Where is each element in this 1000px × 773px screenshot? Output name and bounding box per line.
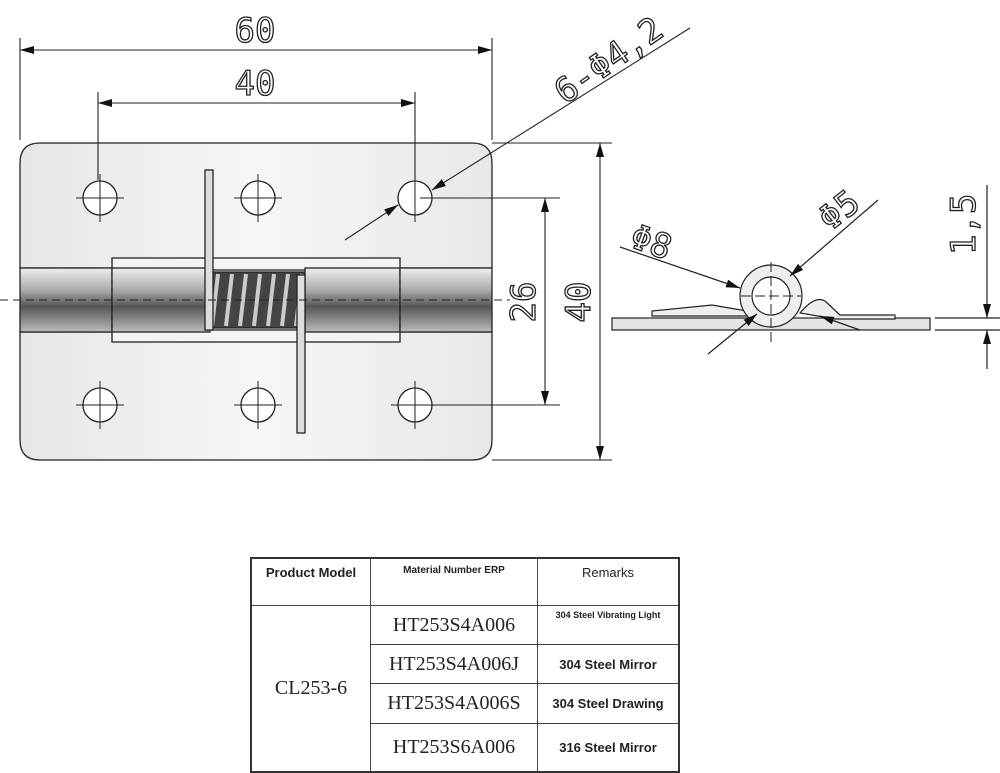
header-material-number: Material Number ERP	[370, 557, 538, 606]
remarks-cell: 316 Steel Mirror	[537, 723, 680, 772]
header-remarks: Remarks	[537, 557, 680, 606]
remarks-cell: 304 Steel Drawing	[537, 683, 680, 724]
remarks-cell: 304 Steel Mirror	[537, 644, 680, 684]
material-cell: HT253S4A006S	[370, 683, 538, 724]
dim-hole-vertical-26: 26	[504, 282, 544, 323]
material-cell: HT253S4A006	[370, 605, 538, 645]
dim-width-60: 60	[235, 11, 276, 51]
dim-thickness: 1,5	[944, 194, 984, 255]
dim-height-40: 40	[559, 282, 599, 323]
dim-hole-spacing-40: 40	[235, 64, 276, 104]
front-view	[0, 142, 510, 461]
header-product-model: Product Model	[250, 557, 371, 606]
dim-hole-callout: 6-Φ4,2	[547, 9, 671, 112]
product-model-cell: CL253-6	[250, 605, 371, 772]
front-dimensions	[19, 27, 691, 461]
side-view	[611, 185, 1000, 369]
remarks-cell: 304 Steel Vibrating Light	[537, 605, 680, 645]
product-table: Product Model Material Number ERP Remark…	[250, 557, 680, 773]
dim-pin-diameter: Φ5	[811, 182, 868, 239]
material-cell: HT253S6A006	[370, 723, 538, 772]
material-cell: HT253S4A006J	[370, 644, 538, 684]
dim-outer-diameter: Φ8	[625, 217, 677, 269]
